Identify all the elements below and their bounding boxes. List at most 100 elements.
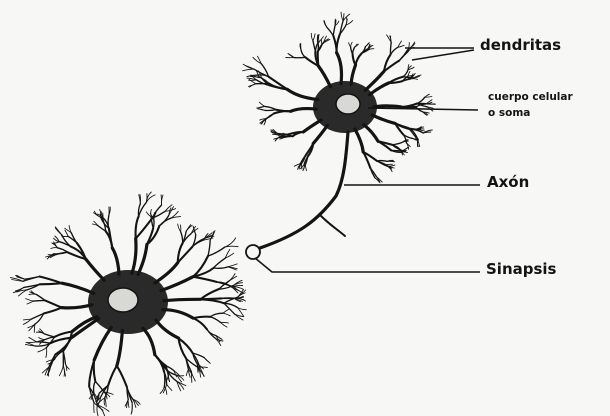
- dendrite-branch: [55, 228, 62, 235]
- dendrite-branch: [201, 298, 222, 299]
- dendrite-branch: [266, 114, 274, 120]
- dendrite-branch: [259, 102, 264, 106]
- dendrite-branch: [62, 283, 94, 293]
- dendrite-branch: [392, 145, 400, 150]
- dendrite-branch: [155, 263, 178, 283]
- dendrite-branch: [411, 79, 418, 80]
- dendrite-branch: [374, 106, 401, 107]
- dendrite-branch: [161, 277, 193, 291]
- dendrite-branch: [351, 65, 355, 84]
- dendrite-branch: [193, 317, 210, 318]
- dendrite-branch: [94, 328, 111, 361]
- dendrite-branch: [353, 47, 355, 54]
- dendrite-branch: [313, 34, 315, 41]
- dendrite-branch: [243, 69, 255, 71]
- dendrite-branch: [71, 233, 77, 243]
- dendrite-branch: [327, 27, 333, 35]
- dendrite-branch: [63, 332, 72, 351]
- dendrite-branch: [288, 54, 294, 58]
- dendrite-branch: [353, 54, 356, 65]
- dendrite-branch: [44, 308, 62, 314]
- dendrite-branch: [403, 70, 408, 77]
- dendrite-branch: [193, 277, 216, 282]
- dendrite-branch: [153, 219, 154, 229]
- dendrite-branch: [351, 42, 353, 47]
- label-dendritas: dendritas: [480, 37, 561, 54]
- dendrite-branch: [228, 264, 237, 267]
- dendrite-branch: [95, 381, 104, 392]
- dendrite-branch: [193, 318, 207, 329]
- dendrite-branch: [355, 129, 363, 152]
- label-sinapsis: Sinapsis: [486, 261, 556, 278]
- dendrite-branch: [94, 381, 96, 393]
- dendrite-branch: [44, 334, 55, 337]
- dendrite-branch: [387, 161, 395, 162]
- label-axon: Axón: [487, 174, 529, 191]
- dendrite-branch: [167, 384, 172, 390]
- dendrite-branch: [278, 134, 288, 135]
- label-cuerpo-celular: cuerpo celular: [488, 91, 573, 103]
- dendrite-branch: [391, 47, 398, 54]
- axon-branch: [320, 215, 345, 236]
- lower-nucleus: [108, 288, 138, 312]
- dendrite-branch: [235, 314, 243, 320]
- dendrite-branch: [112, 248, 119, 274]
- dendrite-branch: [211, 317, 221, 323]
- lower-neuron: [10, 192, 246, 416]
- dendrite-branch: [287, 89, 318, 99]
- leader-sinapsis: [255, 258, 480, 272]
- axon: [260, 132, 348, 248]
- label-o-soma: o soma: [488, 107, 530, 119]
- dendrite-branch: [265, 106, 276, 109]
- dendrite-branch: [46, 348, 47, 358]
- dendrite-branch: [34, 324, 35, 332]
- dendrite-branch: [65, 363, 66, 370]
- dendrite-branch: [181, 232, 183, 244]
- dendrite-branch: [65, 230, 68, 236]
- dendrite-branch: [26, 299, 34, 302]
- dendrite-branch: [408, 71, 410, 76]
- dendrite-branch: [372, 115, 395, 123]
- leader-soma: [368, 108, 478, 110]
- dendrite-branch: [108, 366, 117, 385]
- dendrite-branch: [55, 332, 72, 337]
- dendrite-branch: [51, 248, 58, 249]
- upper-nucleus: [336, 94, 360, 114]
- dendrite-branch: [208, 240, 210, 256]
- dendrite-branch: [54, 252, 68, 254]
- dendrite-branch: [132, 239, 136, 274]
- dendrite-branch: [377, 161, 387, 162]
- dendrite-branch: [128, 400, 129, 408]
- dendrite-branch: [386, 164, 392, 165]
- dendrite-branch: [390, 43, 391, 55]
- dendrite-branch: [223, 309, 229, 313]
- dendrite-branch: [62, 305, 93, 308]
- dendrite-branch: [208, 247, 225, 256]
- dendrite-branch: [223, 313, 230, 316]
- dendrite-branch: [311, 33, 313, 41]
- dendrite-branch: [27, 301, 33, 304]
- dendrite-branch: [143, 328, 155, 354]
- dendrite-branch: [303, 120, 321, 132]
- dendrite-branch: [168, 375, 169, 381]
- dendrite-branch: [164, 299, 201, 301]
- dendrite-branch: [156, 320, 178, 338]
- dendrite-branch: [349, 43, 351, 47]
- dendrite-branch: [417, 103, 428, 104]
- dendrite-branch: [186, 369, 188, 375]
- dendrite-branch: [117, 366, 127, 387]
- dendrite-branch: [364, 125, 378, 142]
- dendrite-branch: [40, 283, 62, 284]
- dendrite-branch: [399, 50, 408, 61]
- dendrite-branch: [58, 248, 68, 252]
- dendrite-branch: [38, 348, 47, 352]
- dendrite-branch: [346, 18, 347, 25]
- dendrite-branch: [29, 337, 37, 342]
- dendrite-branch: [163, 310, 193, 318]
- dendrite-branch: [318, 66, 330, 87]
- dendrite-branch: [417, 97, 425, 103]
- dendrite-branch: [117, 330, 123, 366]
- dendrite-branch: [59, 366, 63, 376]
- leader-dendritas-b: [412, 50, 474, 60]
